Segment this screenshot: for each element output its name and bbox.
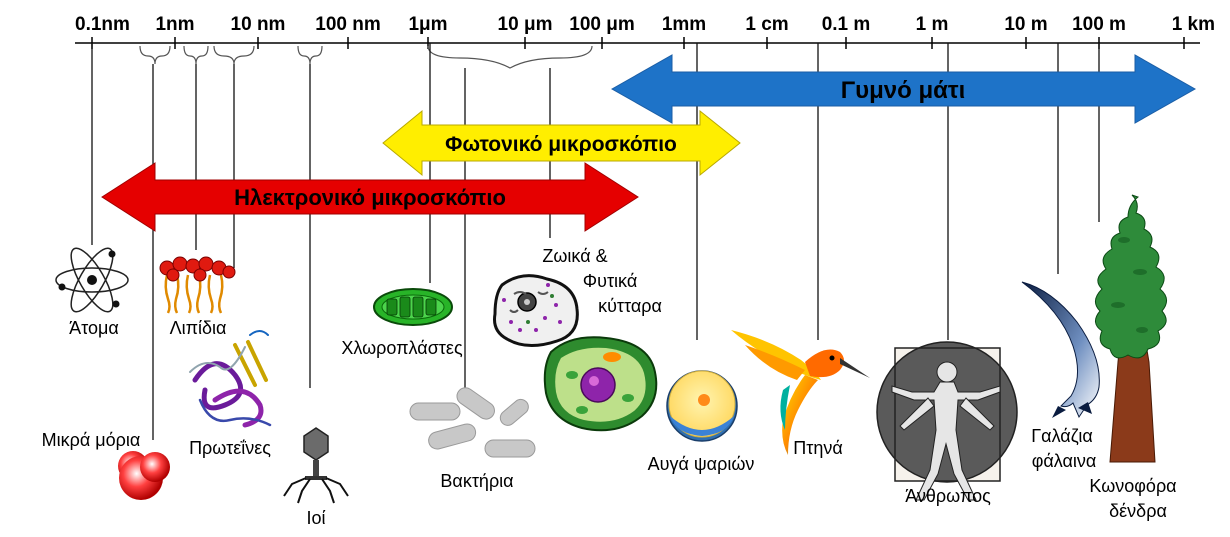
human-figure-icon xyxy=(876,341,1018,501)
light-range-label: Φωτονικό μικροσκόπιο xyxy=(445,133,677,156)
electron-range-label: Ηλεκτρονικό μικροσκόπιο xyxy=(234,185,506,210)
electron-range-arrow: Ηλεκτρονικό μικροσκόπιο xyxy=(101,162,639,232)
eye-range-label: Γυμνό μάτι xyxy=(841,77,966,104)
label-whale-line1: Γαλάζια xyxy=(1031,426,1092,446)
label-cells-line3: κύτταρα xyxy=(598,296,662,316)
scale-tick-label: 1 cm xyxy=(745,14,788,35)
scale-tick-label: 0.1 m xyxy=(822,14,871,35)
label-cells-line1: Ζωικά & xyxy=(542,246,607,266)
scale-tick-label: 1mm xyxy=(662,14,706,35)
scale-tick-label: 1μm xyxy=(408,14,447,35)
scale-braces xyxy=(139,45,593,69)
brace-cells xyxy=(427,45,593,69)
lipid-bilayer-icon xyxy=(159,256,236,314)
brace-proteins xyxy=(213,45,255,65)
tick-group: 0.1nm 1nm 10 nm 100 nm 1μm 10 μm 100 μm 1mm 1 cm… xyxy=(75,14,1215,49)
water-molecule-icon xyxy=(118,451,170,500)
bacteria-icon xyxy=(409,387,536,458)
scale-tick-label: 1 m xyxy=(916,14,949,35)
sequoia-tree-icon xyxy=(1095,194,1167,463)
hummingbird-icon xyxy=(731,330,870,455)
brace-viruses xyxy=(297,45,323,65)
label-trees-line2: δένδρα xyxy=(1109,501,1167,521)
label-bacteria: Βακτήρια xyxy=(440,471,513,491)
plant-cell-icon xyxy=(543,336,658,432)
eye-arrow-shape xyxy=(610,54,1197,124)
scale-tick-label: 10 nm xyxy=(231,14,286,35)
scale-tick-label: 10 m xyxy=(1004,14,1047,35)
label-trees-line1: Κωνοφόρα xyxy=(1089,476,1176,496)
label-viruses: Ιοί xyxy=(306,508,325,528)
brace-lipids xyxy=(183,45,209,65)
eye-range-arrow: Γυμνό μάτι xyxy=(610,54,1197,124)
scale-tick-label: 10 μm xyxy=(498,14,553,35)
chloroplast-icon xyxy=(373,288,453,326)
label-human: Άνθρωπος xyxy=(905,486,991,506)
fish-egg-icon xyxy=(666,370,738,442)
electron-arrow-shape xyxy=(101,162,639,232)
label-atoms: Άτομα xyxy=(69,318,119,338)
item-labels: Άτομα Μικρά μόρια Λιπίδια Πρωτεΐνες Ιοί … xyxy=(42,246,1177,528)
label-proteins: Πρωτεΐνες xyxy=(189,438,271,458)
scale-tick-label: 1 km xyxy=(1172,14,1215,35)
label-small-molecules: Μικρά μόρια xyxy=(42,430,141,450)
scale-axis: 0.1nm 1nm 10 nm 100 nm 1μm 10 μm 100 μm 1mm 1 cm… xyxy=(75,14,1215,49)
atom-icon xyxy=(55,247,129,313)
label-birds: Πτηνά xyxy=(793,438,843,458)
brace-small-molecules xyxy=(139,45,171,65)
label-fish-eggs: Αυγά ψαριών xyxy=(648,454,755,474)
light-arrow-shape xyxy=(382,109,741,177)
scale-tick-label: 0.1nm xyxy=(75,14,130,35)
label-lipids: Λιπίδια xyxy=(170,318,227,338)
scale-tick-label: 100 μm xyxy=(569,14,635,35)
protein-structure-icon xyxy=(189,330,272,428)
light-range-arrow: Φωτονικό μικροσκόπιο xyxy=(382,109,741,177)
label-cells-line2: Φυτικά xyxy=(583,271,638,291)
animal-cell-icon xyxy=(493,274,579,347)
scale-tick-label: 1nm xyxy=(155,14,194,35)
scale-tick-label: 100 nm xyxy=(315,14,380,35)
scale-tick-label: 100 m xyxy=(1072,14,1126,35)
virus-icon xyxy=(283,427,349,504)
label-chloroplasts: Χλωροπλάστες xyxy=(341,338,463,358)
blue-whale-icon xyxy=(1021,281,1100,419)
label-whale-line2: φάλαινα xyxy=(1032,451,1097,471)
